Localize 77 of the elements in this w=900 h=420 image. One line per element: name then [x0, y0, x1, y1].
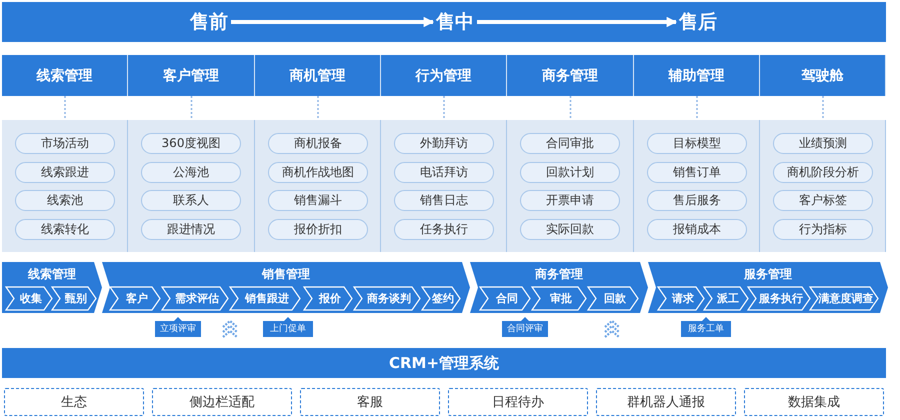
callout-tag: 立项评审: [155, 317, 201, 337]
stage-label: 售前: [187, 8, 231, 36]
module-header: 客户管理: [128, 55, 255, 96]
feature-pill: 跟进情况: [141, 219, 241, 240]
feature-pill: 开票申请: [520, 190, 620, 211]
feature-pill: 销售日志: [394, 190, 494, 211]
process-step: 满意度调查: [810, 287, 878, 310]
module-panel: [760, 120, 886, 252]
integration-box: 客服: [300, 388, 440, 416]
phase-banner: [2, 262, 102, 313]
feature-pill: 公海池: [141, 162, 241, 183]
stage-label: 售中: [433, 8, 477, 36]
feature-pill: 外勤拜访: [394, 133, 494, 154]
callout-tag: 上门促单: [263, 317, 313, 337]
phase-title: 线索管理: [26, 266, 77, 283]
arrow: [231, 16, 434, 28]
dotted-connector: [317, 96, 319, 120]
integration-box: 群机器人通报: [596, 388, 736, 416]
module-panel: [255, 120, 381, 252]
feature-pill: 联系人: [141, 190, 241, 211]
feature-pill: 报销成本: [647, 219, 747, 240]
feature-pill: 销售订单: [647, 162, 747, 183]
module-panel: [507, 120, 634, 252]
module-header: 商机管理: [255, 55, 381, 96]
process-step: 签约: [422, 287, 460, 310]
feature-pill: 目标模型: [647, 133, 747, 154]
feature-pill: 实际回款: [520, 219, 620, 240]
dotted-connector: [696, 96, 698, 120]
feature-pill: 市场活动: [15, 133, 115, 154]
process-step: 派工: [704, 287, 748, 310]
stage-label: 售后: [676, 8, 720, 36]
feature-pill: 商机报备: [268, 133, 368, 154]
module-panel: [381, 120, 507, 252]
feature-pill: 线索跟进: [15, 162, 115, 183]
phase-banner: [470, 262, 648, 313]
feature-pill: 商机阶段分析: [773, 162, 873, 183]
integration-box: 日程待办: [448, 388, 588, 416]
feature-pill: 销售漏斗: [268, 190, 368, 211]
phase-banner: [648, 262, 888, 313]
arrow: [477, 16, 678, 28]
phase-title: 销售管理: [260, 266, 311, 283]
feature-pill: 售后服务: [647, 190, 747, 211]
dotted-connector: [190, 96, 192, 120]
feature-pill: 商机作战地图: [268, 162, 368, 183]
integration-box: 生态: [4, 388, 144, 416]
phase-title: 商务管理: [534, 266, 584, 283]
dotted-connector: [570, 96, 572, 120]
feature-pill: 线索池: [15, 190, 115, 211]
module-header: 行为管理: [381, 55, 507, 96]
feature-pill: 业绩预测: [773, 133, 873, 154]
integration-box: 数据集成: [744, 388, 884, 416]
feature-pill: 任务执行: [394, 219, 494, 240]
feature-pill: 行为指标: [773, 219, 873, 240]
process-step: 销售跟进: [230, 287, 300, 310]
module-header: 线索管理: [2, 55, 128, 96]
process-step: 甄别: [52, 287, 96, 310]
callout-tag: 合同评审: [502, 317, 548, 337]
module-header: 辅助管理: [634, 55, 760, 96]
module-panel: [128, 120, 255, 252]
feature-pill: 合同审批: [520, 133, 620, 154]
module-header: 驾驶舱: [760, 55, 886, 96]
dotted-connector: [64, 96, 66, 120]
module-panel: [634, 120, 760, 252]
feature-pill: 线索转化: [15, 219, 115, 240]
integration-box: 侧边栏适配: [152, 388, 292, 416]
callout-tag: 服务工单: [681, 317, 731, 337]
feature-pill: 报价折扣: [268, 219, 368, 240]
dotted-connector: [822, 96, 824, 120]
dotted-connector: [443, 96, 445, 120]
phase-title: 服务管理: [742, 266, 793, 283]
module-header: 商务管理: [507, 55, 634, 96]
feature-pill: 电话拜访: [394, 162, 494, 183]
system-bar: CRM+管理系统: [2, 348, 886, 378]
feature-pill: 360度视图: [141, 133, 241, 154]
feature-pill: 回款计划: [520, 162, 620, 183]
module-panel: [2, 120, 128, 252]
feature-pill: 客户标签: [773, 190, 873, 211]
